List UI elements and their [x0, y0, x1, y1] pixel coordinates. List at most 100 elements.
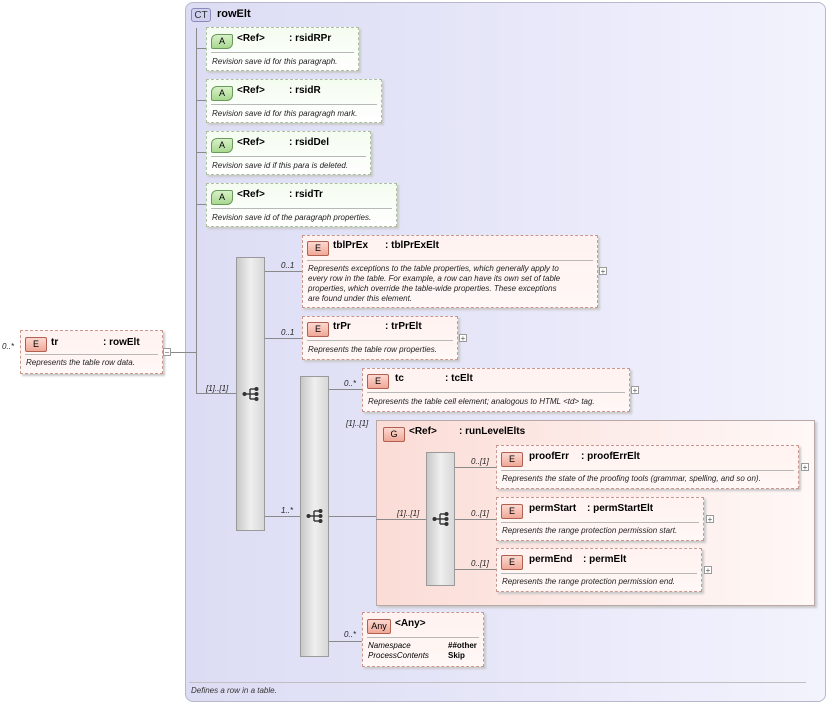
element-type: : trPrElt: [385, 321, 422, 332]
element-doc: Represents the table row properties.: [308, 345, 437, 354]
sequence-icon: [242, 387, 259, 401]
collapse-icon[interactable]: −: [163, 348, 171, 357]
attribute-doc: Revision save id of the paragraph proper…: [212, 213, 372, 222]
element-name: proofErr: [529, 451, 569, 462]
any-wildcard[interactable]: Any <Any> Namespace ##other ProcessConte…: [362, 612, 484, 667]
trPr-element[interactable]: E trPr : trPrElt Represents the table ro…: [302, 316, 458, 360]
any-processcontents-value: Skip: [448, 651, 465, 660]
connector: [455, 519, 496, 520]
element-type: : rowElt: [103, 337, 140, 348]
expand-icon[interactable]: +: [704, 566, 712, 575]
any-name: <Any>: [395, 618, 426, 629]
attribute-badge: A: [211, 138, 233, 153]
footer-divider: [189, 682, 806, 683]
tr-element[interactable]: E tr : rowElt Represents the table row d…: [20, 330, 163, 374]
element-doc-line: Represents exceptions to the table prope…: [308, 264, 559, 273]
attribute-ref: <Ref>: [237, 137, 265, 148]
attribute-rsidR[interactable]: A <Ref> : rsidR Revision save id for thi…: [206, 79, 382, 123]
footer-doc: Defines a row in a table.: [191, 686, 277, 695]
element-name: tr: [51, 337, 59, 348]
attribute-rsidRPr[interactable]: A <Ref> : rsidRPr Revision save id for t…: [206, 27, 359, 71]
attribute-badge: A: [211, 190, 233, 205]
element-badge: E: [307, 322, 329, 337]
element-doc: Represents the range protection permissi…: [502, 577, 675, 586]
element-badge: E: [501, 555, 523, 570]
attribute-doc: Revision save id if this para is deleted…: [212, 161, 349, 170]
element-badge: E: [25, 337, 47, 352]
expand-icon[interactable]: +: [599, 267, 607, 276]
element-doc: Represents the table cell element; analo…: [368, 397, 595, 406]
any-namespace-label: Namespace: [368, 641, 411, 650]
tr-occurrence: 0..*: [2, 342, 15, 351]
permStart-occurrence: 0..[1]: [471, 509, 489, 518]
attribute-doc: Revision save id for this paragragh mark…: [212, 109, 358, 118]
complex-type-title: rowElt: [217, 8, 251, 20]
attribute-badge: A: [211, 34, 233, 49]
attribute-badge: A: [211, 86, 233, 101]
connector: [196, 28, 197, 393]
element-name: tblPrEx: [333, 240, 369, 251]
group-name: : runLevelElts: [459, 426, 526, 437]
connector: [265, 516, 300, 517]
proofErr-element[interactable]: E proofErr : proofErrElt Represents the …: [496, 445, 799, 489]
tblPrEx-occurrence: 0..1: [281, 261, 295, 270]
connector: [196, 100, 206, 101]
sequence-icon: [306, 509, 323, 523]
attribute-rsidTr[interactable]: A <Ref> : rsidTr Revision save id of the…: [206, 183, 397, 227]
element-badge: E: [501, 452, 523, 467]
attribute-name: : rsidTr: [289, 189, 323, 200]
attribute-ref: <Ref>: [237, 189, 265, 200]
expand-icon[interactable]: +: [706, 515, 714, 524]
expand-icon[interactable]: +: [459, 334, 467, 343]
inner-sequence-occurrence: 1..*: [281, 506, 294, 515]
tblPrEx-element[interactable]: E tblPrEx : tblPrExElt Represents except…: [302, 235, 598, 308]
expand-icon[interactable]: +: [631, 386, 639, 395]
any-processcontents-label: ProcessContents: [368, 651, 429, 660]
group-ref: <Ref>: [409, 426, 437, 437]
element-badge: E: [367, 374, 389, 389]
connector: [196, 152, 206, 153]
element-badge: E: [501, 504, 523, 519]
expand-icon[interactable]: +: [801, 463, 809, 472]
element-type: : permStartElt: [587, 503, 654, 514]
connector: [329, 389, 362, 390]
element-doc: Represents the table row data.: [26, 358, 135, 367]
permEnd-occurrence: 0..[1]: [471, 559, 489, 568]
attribute-name: : rsidDel: [289, 137, 330, 148]
tc-element[interactable]: E tc : tcElt Represents the table cell e…: [362, 368, 630, 412]
complex-type-badge: CT: [191, 8, 211, 22]
sequence-occurrence: [1]..[1]: [206, 384, 229, 393]
attribute-name: : rsidR: [289, 85, 321, 96]
attribute-name: : rsidRPr: [289, 33, 332, 44]
element-badge: E: [307, 241, 329, 256]
group-occurrence: [1]..[1]: [346, 419, 369, 428]
element-doc-line: are found under this element.: [308, 294, 413, 303]
permStart-element[interactable]: E permStart : permStartElt Represents th…: [496, 497, 704, 541]
connector: [329, 641, 362, 642]
attribute-rsidDel[interactable]: A <Ref> : rsidDel Revision save id if th…: [206, 131, 371, 175]
any-occurrence: 0..*: [344, 630, 357, 639]
proofErr-occurrence: 0..[1]: [471, 457, 489, 466]
element-type: : tblPrExElt: [385, 240, 439, 251]
group-sequence-occurrence: [1]..[1]: [397, 509, 420, 518]
element-name: permStart: [529, 503, 577, 514]
element-doc: Represents the range protection permissi…: [502, 526, 678, 535]
attribute-ref: <Ref>: [237, 85, 265, 96]
any-namespace-value: ##other: [448, 641, 477, 650]
element-doc-line: every row in the table. For example, a r…: [308, 274, 561, 283]
connector: [265, 271, 302, 272]
connector: [329, 516, 376, 517]
connector: [196, 48, 206, 49]
sequence-icon: [432, 512, 449, 526]
connector: [196, 204, 206, 205]
connector: [265, 338, 302, 339]
group-badge: G: [383, 427, 405, 442]
permEnd-element[interactable]: E permEnd : permElt Represents the range…: [496, 548, 702, 592]
element-type: : permElt: [583, 554, 627, 565]
element-type: : proofErrElt: [581, 451, 640, 462]
connector: [455, 569, 496, 570]
connector: [170, 352, 196, 353]
element-doc-line: properties, which override the table-wid…: [308, 284, 557, 293]
element-name: trPr: [333, 321, 351, 332]
connector: [455, 467, 496, 468]
